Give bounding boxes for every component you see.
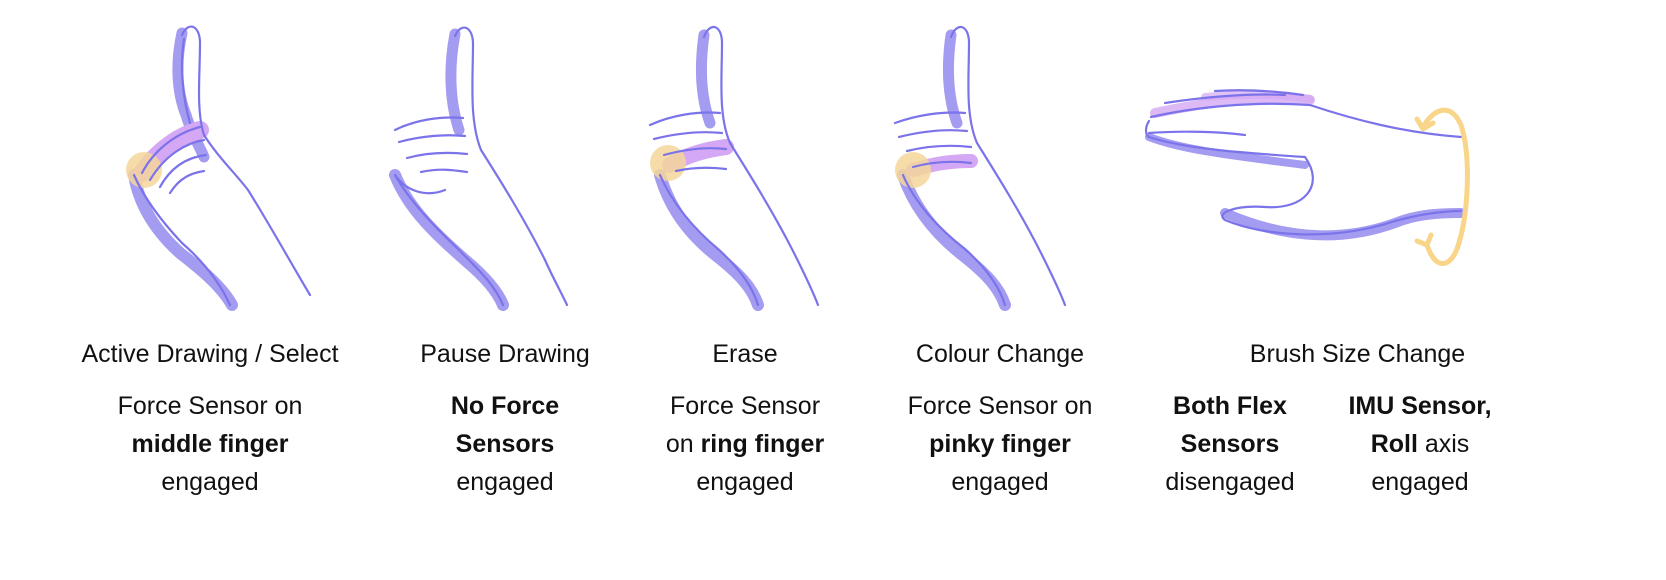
hand-shadow <box>128 169 238 311</box>
description-bold-text: pinky finger <box>929 430 1071 458</box>
hand-open-fingers-icon <box>389 26 569 311</box>
description-line: Force Sensor on <box>880 387 1120 425</box>
gesture-description: Force Sensor on middle finger engaged <box>80 387 340 501</box>
gesture-description-imu: IMU Sensor, Roll axis engaged <box>1330 387 1510 501</box>
description-bold-text: middle finger <box>131 430 289 458</box>
description-line: engaged <box>1330 463 1510 501</box>
hand-outline <box>648 26 820 307</box>
description-line: Sensors <box>1145 425 1315 463</box>
gesture-title-pause-drawing: Pause Drawing <box>420 340 590 368</box>
description-bold-text: Sensors <box>1180 430 1280 458</box>
description-line: IMU Sensor, <box>1330 387 1510 425</box>
hand-outline <box>132 25 312 307</box>
description-text: engaged <box>951 468 1049 496</box>
hand-outline <box>1144 89 1463 236</box>
thumb-shadow <box>696 29 716 129</box>
force-sensor-highlight <box>650 145 686 181</box>
roll-arrow-icon <box>1414 107 1470 266</box>
hand-shadow <box>654 169 764 311</box>
description-text: disengaged <box>1165 468 1295 496</box>
gesture-description: Force Sensor on ring finger engaged <box>640 387 850 501</box>
gesture-title-colour-change: Colour Change <box>915 340 1085 368</box>
description-line: on ring finger <box>640 425 850 463</box>
description-text: engaged <box>161 468 259 496</box>
description-text: axis <box>1417 430 1470 458</box>
hand-outline <box>393 26 569 307</box>
gesture-title-erase: Erase <box>712 340 778 368</box>
description-line: Sensors <box>420 425 590 463</box>
description-text: Force Sensor on <box>117 392 303 420</box>
hand-shadow <box>897 169 1011 311</box>
thumb-shadow <box>172 27 210 163</box>
description-text: on <box>665 430 701 458</box>
hand-flat-roll-icon <box>1144 89 1470 266</box>
description-bold-text: Sensors <box>455 430 555 458</box>
description-line: Both Flex <box>1145 387 1315 425</box>
description-bold-text: ring finger <box>700 430 825 458</box>
description-bold-text: IMU Sensor, <box>1348 392 1492 420</box>
force-sensor-highlight <box>895 152 931 188</box>
description-line: middle finger <box>80 425 340 463</box>
hand-middle-finger-pressed-icon <box>126 25 312 311</box>
description-text: Force Sensor on <box>907 392 1093 420</box>
description-line: No Force <box>420 387 590 425</box>
thumb-shadow <box>943 29 963 129</box>
hand-ring-finger-pressed-icon <box>648 26 820 311</box>
description-line: disengaged <box>1145 463 1315 501</box>
description-bold-text: Roll <box>1370 430 1418 458</box>
description-text: engaged <box>456 468 554 496</box>
hand-outline <box>893 26 1067 307</box>
description-line: engaged <box>420 463 590 501</box>
description-text: engaged <box>1371 468 1469 496</box>
description-bold-text: Both Flex <box>1173 392 1287 420</box>
description-line: engaged <box>880 463 1120 501</box>
description-line: Roll axis <box>1330 425 1510 463</box>
gesture-title-brush-size-change: Brush Size Change <box>1249 340 1466 368</box>
gesture-title-active-drawing: Active Drawing / Select <box>81 340 339 368</box>
description-line: engaged <box>640 463 850 501</box>
description-text: engaged <box>696 468 794 496</box>
description-bold-text: No Force <box>450 392 560 420</box>
description-text: Force Sensor <box>669 392 821 420</box>
description-line: Force Sensor on <box>80 387 340 425</box>
description-line: Force Sensor <box>640 387 850 425</box>
hand-pinky-finger-pressed-icon <box>893 26 1067 311</box>
description-line: engaged <box>80 463 340 501</box>
gesture-description: Force Sensor on pinky finger engaged <box>880 387 1120 501</box>
description-line: pinky finger <box>880 425 1120 463</box>
thumb-shadow <box>445 28 465 136</box>
